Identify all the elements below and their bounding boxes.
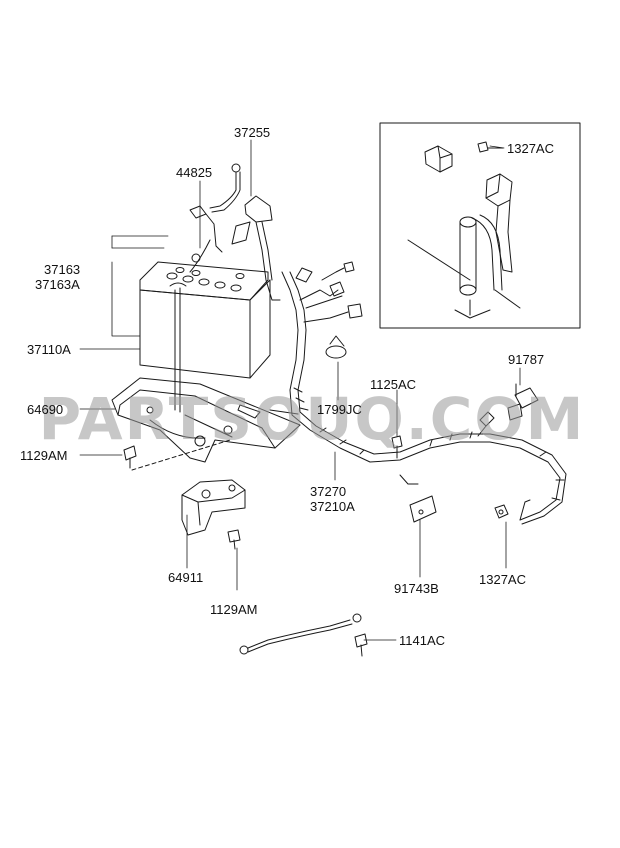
bolt-1125AC bbox=[391, 435, 403, 459]
nut-1327AC bbox=[494, 504, 509, 519]
label-1799JC: 1799JC bbox=[317, 402, 362, 417]
label-91743B: 91743B bbox=[394, 581, 439, 596]
label-1129AM-a: 1129AM bbox=[20, 448, 68, 463]
inset-detail-box bbox=[379, 122, 581, 329]
label-1327AC-inset: 1327AC bbox=[507, 141, 554, 156]
label-1327AC: 1327AC bbox=[479, 572, 526, 587]
leader-lines bbox=[79, 139, 521, 641]
label-37210A: 37210A bbox=[310, 499, 355, 514]
bolt-1129AM-a bbox=[123, 445, 137, 469]
label-37163: 37163 bbox=[44, 262, 81, 277]
label-91787: 91787 bbox=[508, 352, 545, 367]
label-37255: 37255 bbox=[234, 125, 271, 140]
label-37163A: 37163A bbox=[35, 277, 80, 292]
connector-91787 bbox=[507, 383, 539, 421]
bracket-91743B bbox=[399, 474, 437, 523]
label-37110A: 37110A bbox=[27, 342, 71, 357]
bolt-1141AC bbox=[354, 633, 368, 657]
label-64690: 64690 bbox=[27, 402, 64, 417]
label-37270: 37270 bbox=[310, 484, 347, 499]
label-1141AC: 1141AC bbox=[399, 633, 446, 648]
ground-cable bbox=[239, 613, 362, 655]
battery bbox=[139, 261, 271, 413]
bracket-64911 bbox=[181, 479, 246, 536]
label-64911: 64911 bbox=[168, 570, 204, 585]
label-1129AM-b: 1129AM bbox=[210, 602, 258, 617]
label-1125AC: 1125AC bbox=[370, 377, 417, 392]
cable-44825 bbox=[189, 205, 223, 273]
cable-37255 bbox=[209, 163, 281, 301]
battery-tray bbox=[111, 377, 301, 471]
label-44825: 44825 bbox=[176, 165, 213, 180]
wiring-harness bbox=[281, 261, 567, 525]
bolt-1129AM-b bbox=[227, 529, 241, 550]
clip-1799JC bbox=[325, 335, 347, 359]
